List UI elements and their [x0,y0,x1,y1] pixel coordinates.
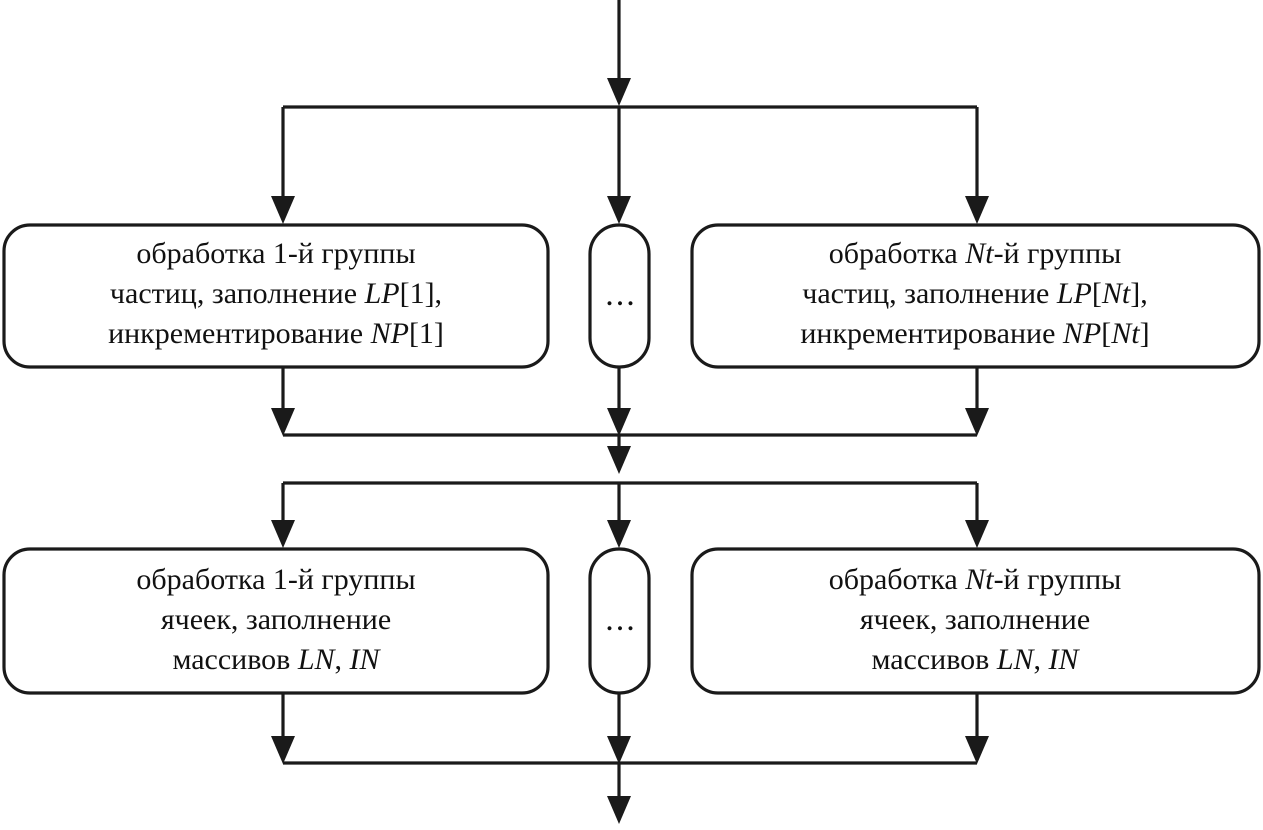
cells-first-line-1: обработка 1-й группы [136,563,415,596]
particles-last-line-3: инкрементирование NP[Nt] [800,317,1149,350]
particles-to-cells-link [607,435,631,474]
particles-last-line-1: обработка Nt-й группы [829,237,1122,270]
particles-first-group-box[interactable] [2,223,550,369]
particles-last-line-2: частиц, заполнение LP[Nt], [802,277,1148,310]
particles-first-line-3: инкрементирование NP[1] [108,317,444,350]
cells-last-line-3: массивов LN, IN [871,643,1080,676]
join-bar-from-particle-groups [271,367,989,437]
cells-first-group-box[interactable] [2,547,550,695]
particles-first-line-1: обработка 1-й группы [136,237,415,270]
join-bar-from-cell-groups [271,693,989,765]
fork-bar-to-cell-groups [271,481,989,548]
cells-first-line-3: массивов LN, IN [172,643,381,676]
particles-first-line-2: частиц, заполнение LP[1], [110,277,442,310]
cells-last-line-1: обработка Nt-й группы [829,563,1122,596]
particles-ellipsis-label: ... [605,276,637,313]
cells-ellipsis-label: ... [605,601,637,638]
entry-flow-arrow [607,0,631,106]
cells-first-line-2: ячеек, заполнение [161,603,391,636]
particles-first-group-node[interactable]: обработка 1-й группы частиц, заполнение … [2,223,550,369]
exit-flow-arrow [607,763,631,824]
cells-last-group-node[interactable]: обработка Nt-й группы ячеек, заполнение … [690,547,1261,695]
cells-first-group-node[interactable]: обработка 1-й группы ячеек, заполнение м… [2,547,550,695]
fork-bar-to-particle-groups [271,105,989,224]
cells-last-line-2: ячеек, заполнение [860,603,1090,636]
cells-ellipsis-node: ... [588,547,651,695]
particles-last-group-node[interactable]: обработка Nt-й группы частиц, заполнение… [690,223,1261,369]
particles-ellipsis-node: ... [588,223,651,369]
